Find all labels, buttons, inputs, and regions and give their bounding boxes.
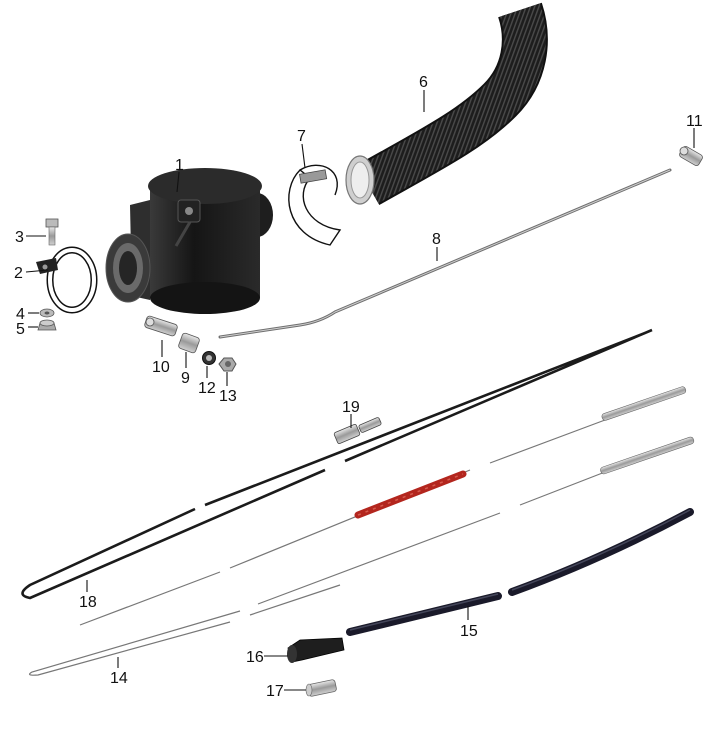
hose-clamp-icon — [288, 164, 342, 246]
clamp-screw-icon — [679, 146, 703, 166]
leader-lines — [25, 90, 695, 691]
conduit-tube-icon — [346, 508, 694, 636]
part-number-label: 18 — [79, 594, 97, 611]
part-number-label: 11 — [686, 113, 703, 130]
part-number-label: 17 — [266, 683, 284, 700]
nut-icon — [37, 319, 57, 331]
wire-cable-icon — [28, 386, 695, 676]
cable-clamp-screw-icon — [144, 315, 178, 337]
part-number-label: 15 — [460, 623, 478, 640]
part-number-label: 1 — [175, 157, 184, 174]
nut-icon — [218, 357, 237, 372]
sleeve-icon — [178, 332, 200, 354]
rubber-boot-icon — [287, 637, 345, 663]
part-number-label: 7 — [297, 128, 306, 145]
control-rod-icon — [218, 168, 672, 339]
end-sleeve-icon — [305, 679, 337, 697]
air-filter-housing-icon — [105, 168, 273, 314]
corrugated-hose-icon — [345, 2, 548, 206]
washer-icon — [39, 308, 55, 318]
washer-icon — [202, 351, 216, 365]
part-number-label: 4 — [16, 306, 25, 323]
part-number-label: 14 — [110, 670, 128, 687]
part-number-label: 12 — [198, 380, 216, 397]
part-number-label: 5 — [16, 321, 25, 338]
cable-connector-icon — [333, 417, 382, 444]
part-number-label: 8 — [432, 231, 441, 248]
part-number-label: 2 — [14, 265, 23, 282]
part-labels: 1 2 3 4 5 6 7 8 9 10 11 12 13 14 15 16 1… — [14, 74, 703, 700]
part-number-label: 6 — [419, 74, 428, 91]
cable-icon — [21, 328, 653, 600]
part-number-label: 19 — [342, 399, 360, 416]
part-number-label: 16 — [246, 649, 264, 666]
bolt-icon — [45, 218, 59, 246]
part-number-label: 3 — [15, 229, 24, 246]
hose-clamp-bracket-icon — [36, 246, 98, 314]
part-number-label: 10 — [152, 359, 170, 376]
part-number-label: 9 — [181, 370, 190, 387]
part-number-label: 13 — [219, 388, 237, 405]
